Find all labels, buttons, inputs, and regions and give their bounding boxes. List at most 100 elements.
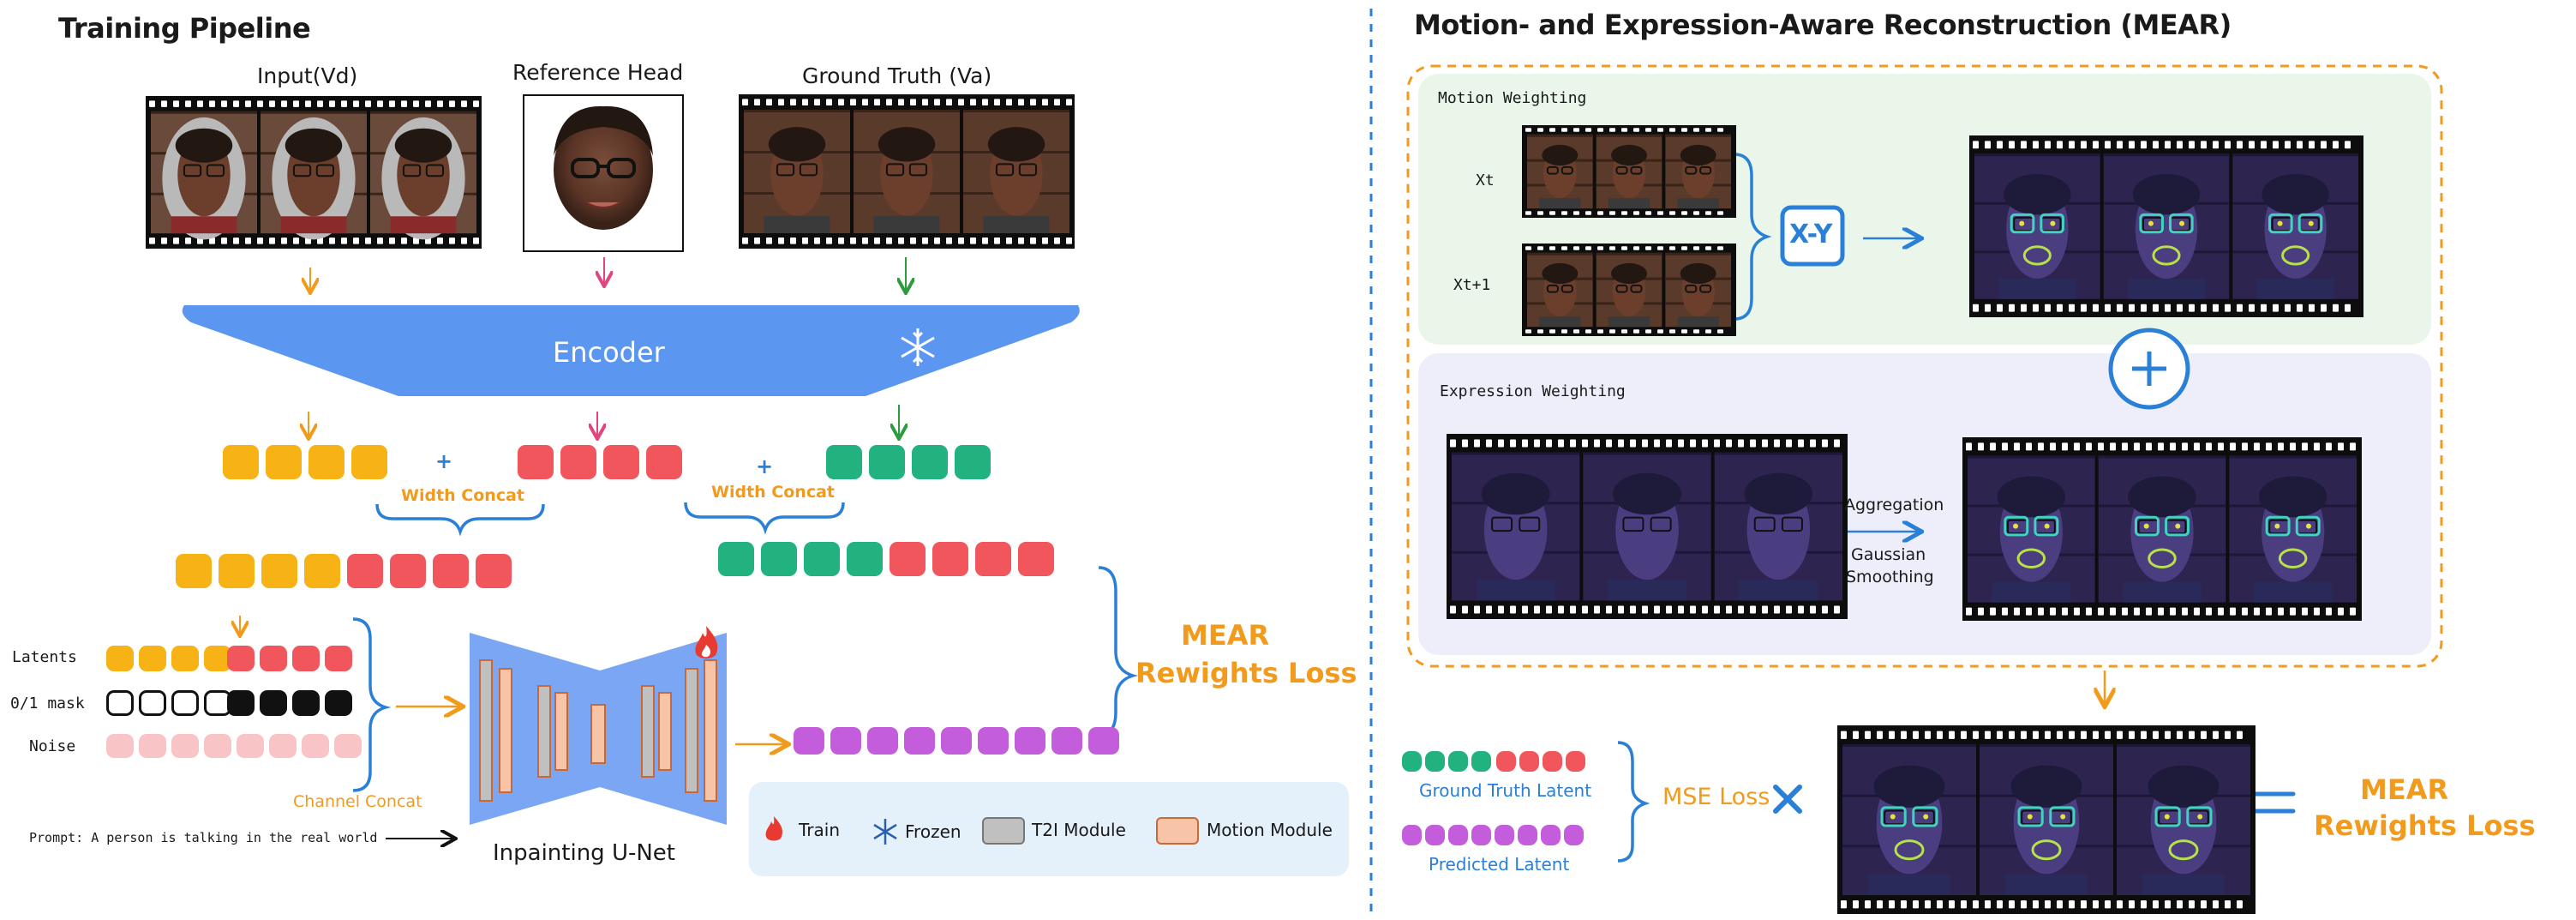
concat-input-square (261, 554, 297, 588)
xy-box (1780, 205, 1845, 267)
mear-title: Motion- and Expression-Aware Reconstruct… (1414, 9, 2232, 41)
pred-latent-square (1471, 825, 1491, 845)
mear-loss-left-line2: Rewights Loss (1135, 657, 1357, 689)
predicted-latent-square (1015, 727, 1045, 755)
aggregation-label: Aggregation (1844, 496, 1944, 514)
concat-gt-square (847, 542, 883, 576)
gt-latent-red-square (1496, 751, 1516, 772)
ground-truth-strip (739, 94, 1075, 249)
mask-black-square (325, 690, 352, 716)
motion-map-strip (1969, 135, 2363, 317)
latent-gt-square (869, 445, 905, 479)
concat-reference-square-2 (975, 542, 1011, 576)
predicted-latent-square (867, 727, 898, 755)
noise-square (334, 734, 362, 758)
legend-fire-icon (765, 816, 782, 841)
reference-face-image (554, 105, 653, 230)
mask-white-square (106, 690, 134, 716)
predicted-latent-square (904, 727, 935, 755)
pred-latent-square (1425, 825, 1445, 845)
noise-square (237, 734, 264, 758)
gt-latent-square (1448, 751, 1468, 772)
noise-square (139, 734, 166, 758)
concat-reference-square (476, 554, 512, 588)
concat-reference-square-2 (932, 542, 968, 576)
predicted-latent-square (1088, 727, 1119, 755)
xt1-strip-frames (1525, 246, 1731, 334)
mear-loss-right-line2: Rewights Loss (2314, 809, 2536, 842)
pred-latent-square (1402, 825, 1422, 845)
pred-latent-square (1518, 825, 1537, 845)
xt1-strip (1522, 244, 1736, 336)
expression-map-strip (1962, 437, 2362, 621)
latent-input-square (351, 445, 387, 479)
latent-input-square (266, 445, 302, 479)
concat-gt-square (761, 542, 797, 576)
predicted-latent-square (1051, 727, 1082, 755)
mask-white-square (139, 690, 166, 716)
mask-white-square (171, 690, 199, 716)
plus-sign-1: + (435, 449, 453, 473)
latent-input-square (309, 445, 344, 479)
latent-gt-square (826, 445, 862, 479)
xt-strip (1522, 125, 1736, 218)
expression-input-strip-frames (1450, 439, 1842, 614)
concat-reference-square (347, 554, 383, 588)
latents-row-input-square (106, 646, 134, 671)
concat-reference-square-2 (890, 542, 926, 576)
predicted-latent-square (830, 727, 861, 755)
expression-input-strip (1447, 434, 1848, 619)
legend-motion-label: Motion Module (1207, 820, 1333, 840)
mear-loss-left-line1: MEAR (1181, 619, 1270, 652)
training-pipeline-title: Training Pipeline (58, 12, 311, 45)
predicted-latent-square (941, 727, 972, 755)
channel-concat-label: Channel Concat (293, 792, 422, 811)
latents-row-input-square (139, 646, 166, 671)
motion-weighting-label: Motion Weighting (1438, 89, 1587, 107)
pred-latent-label: Predicted Latent (1429, 854, 1570, 875)
gaussian-label: Gaussian (1851, 545, 1926, 564)
noise-square (171, 734, 199, 758)
legend-motion-swatch (1156, 817, 1199, 845)
input-label: Input(Vd) (257, 63, 358, 88)
predicted-latent-square (978, 727, 1009, 755)
inpainting-unet (470, 633, 727, 825)
pred-latent-square (1541, 825, 1561, 845)
legend-frozen-label: Frozen (905, 821, 962, 842)
xt-label: Xt (1476, 171, 1495, 189)
ground-truth-label: Ground Truth (Va) (802, 63, 992, 88)
concat-input-square (176, 554, 212, 588)
legend-t2i-swatch (982, 817, 1025, 845)
legend-box (749, 782, 1349, 876)
motion-map-strip-frames (1973, 141, 2358, 312)
latents-row-ref-square (325, 646, 352, 671)
train-fire-icon (695, 626, 718, 658)
pred-latent-square (1495, 825, 1514, 845)
brace-width-concat-2 (684, 502, 845, 535)
mear-loss-right-line1: MEAR (2360, 773, 2449, 806)
concat-reference-square-2 (1018, 542, 1054, 576)
encoder-block (182, 305, 1080, 396)
mask-label: 0/1 mask (10, 695, 85, 713)
noise-square (302, 734, 329, 758)
unet-label: Inpainting U-Net (493, 840, 676, 866)
gt-latent-red-square (1566, 751, 1585, 772)
latent-reference-square (603, 445, 639, 479)
concat-input-square (304, 554, 340, 588)
mse-loss-label: MSE Loss (1662, 784, 1770, 810)
prompt-text: Prompt: A person is talking in the real … (29, 830, 378, 845)
gt-latent-square (1402, 751, 1422, 772)
mask-black-square (227, 690, 255, 716)
expression-weighting-label: Expression Weighting (1440, 382, 1626, 400)
plus-sign-2: + (756, 454, 774, 478)
latents-row-input-square (171, 646, 199, 671)
latents-label: Latents (12, 648, 77, 666)
xt1-label: Xt+1 (1453, 276, 1491, 294)
concat-reference-square (390, 554, 426, 588)
pred-latent-square (1448, 825, 1468, 845)
ground-truth-strip-frames (742, 99, 1072, 244)
gt-latent-square (1425, 751, 1445, 772)
latent-gt-square (912, 445, 948, 479)
smoothing-label: Smoothing (1846, 568, 1934, 586)
reference-head-label: Reference Head (512, 60, 684, 85)
